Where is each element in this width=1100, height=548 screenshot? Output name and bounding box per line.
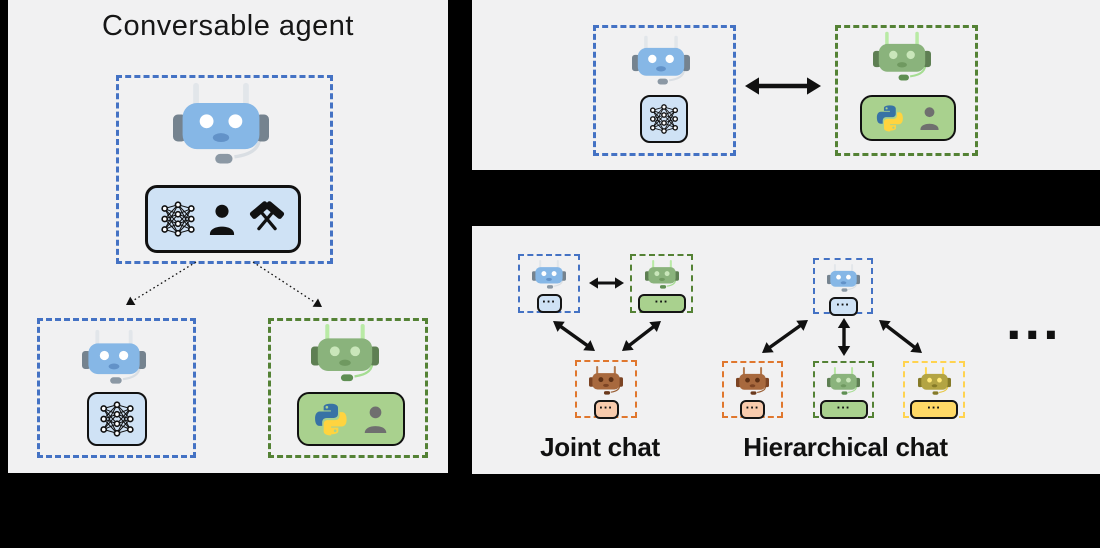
neural-network-icon	[648, 103, 680, 135]
neural-network-icon	[98, 400, 136, 438]
two-agent-chat-panel	[472, 0, 1100, 170]
human-icon	[208, 203, 236, 235]
panel-title: Conversable agent	[102, 10, 354, 42]
robot-icon	[736, 366, 769, 398]
robot-icon	[873, 30, 931, 87]
llm-plate	[87, 392, 147, 446]
robot-icon	[311, 322, 379, 389]
python-icon	[314, 402, 348, 436]
agent-box-green: ...	[630, 254, 693, 314]
more-patterns-ellipsis: ...	[1006, 288, 1062, 351]
agent-box-orange: ...	[575, 360, 637, 420]
executor-agent-box	[835, 25, 978, 156]
chat-box: ...	[536, 291, 562, 314]
agent-box-yellow: ...	[903, 361, 965, 420]
chat-box: ...	[740, 397, 765, 420]
neural-network-icon	[159, 200, 197, 238]
conversable-agent-panel: Conversable agent	[8, 0, 448, 473]
agent-box-blue: ...	[813, 258, 873, 317]
joint-chat-label: Joint chat	[540, 432, 660, 462]
agent-box-blue: ...	[518, 254, 580, 314]
executor-plate	[297, 392, 405, 446]
agent-box-green: ...	[813, 361, 874, 420]
tools-icon	[247, 200, 287, 238]
llm-agent-box	[593, 25, 736, 156]
robot-icon	[644, 259, 679, 292]
chat-box: ...	[819, 397, 868, 420]
human-icon	[363, 405, 388, 434]
conversable-agent-box	[116, 75, 333, 264]
robot-icon	[532, 259, 566, 292]
robot-icon	[827, 366, 860, 398]
robot-icon	[632, 34, 690, 91]
chat-box: ...	[593, 397, 619, 420]
robot-icon	[82, 328, 146, 391]
agent-box-orange: ...	[722, 361, 783, 420]
chat-box: ...	[828, 294, 858, 317]
llm-plate	[640, 95, 688, 143]
human-icon	[919, 106, 940, 130]
capabilities-box	[145, 185, 301, 253]
hierarchical-chat-label: Hierarchical chat	[743, 432, 948, 462]
robot-icon	[589, 365, 623, 398]
robot-icon	[173, 80, 269, 174]
conversation-patterns-panel: ... ... ... Joint chat ... ... ... ... H…	[472, 226, 1100, 474]
robot-icon	[917, 366, 951, 398]
llm-agent-box	[37, 318, 196, 458]
python-icon	[876, 104, 904, 132]
chat-box: ...	[637, 291, 686, 314]
chat-box: ...	[910, 397, 958, 420]
robot-icon	[826, 263, 860, 295]
executor-agent-box	[268, 318, 428, 458]
executor-plate	[860, 95, 956, 141]
